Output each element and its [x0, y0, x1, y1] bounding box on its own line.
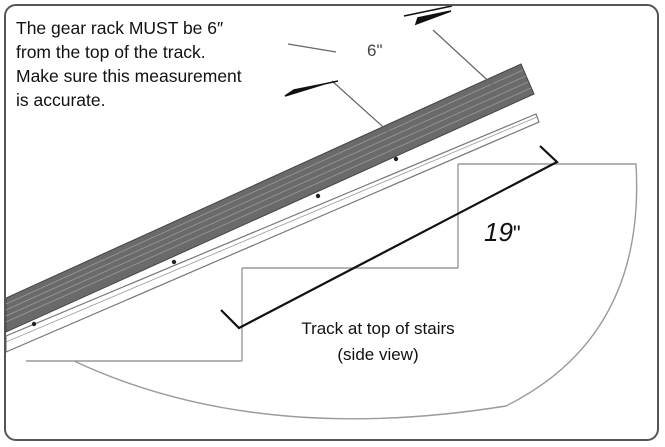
arrow-upper: [403, 6, 453, 26]
instruction-note-line: is accurate.: [16, 90, 106, 110]
stair-steps: [26, 164, 459, 362]
rack-offset-dimension: [287, 29, 497, 135]
rack-bolts: [31, 156, 399, 327]
instruction-note-line: Make sure this measurement: [16, 66, 242, 86]
instruction-note-line: from the top of the track.: [16, 42, 206, 62]
track-length-bracket: [220, 145, 559, 330]
track-outer-rail: [6, 113, 540, 353]
rack-stripes: [6, 69, 532, 323]
track-inner-line: [6, 116, 538, 343]
track-length-unit: ": [513, 221, 521, 246]
diagram-frame: 6" 19" The gear rack MUST be 6″ from the…: [4, 4, 659, 441]
gear-rack-track: [6, 63, 540, 353]
caption-line: Track at top of stairs: [301, 319, 455, 338]
track-length-number: 19: [484, 217, 513, 247]
dimension-arrows: [284, 6, 453, 97]
instruction-note: The gear rack MUST be 6″ from the top of…: [16, 16, 296, 112]
caption-line: (side view): [337, 345, 419, 364]
rack-offset-label: 6": [367, 41, 383, 60]
stair-outline: [26, 163, 638, 420]
instruction-note-line: The gear rack MUST be 6″: [16, 18, 224, 38]
diagram-caption: Track at top of stairs (side view): [288, 316, 468, 368]
track-length-label: 19": [484, 217, 521, 247]
landing-curve: [73, 163, 638, 420]
arrow-lower: [284, 83, 325, 97]
stair-track-diagram: 6" 19": [6, 6, 638, 420]
